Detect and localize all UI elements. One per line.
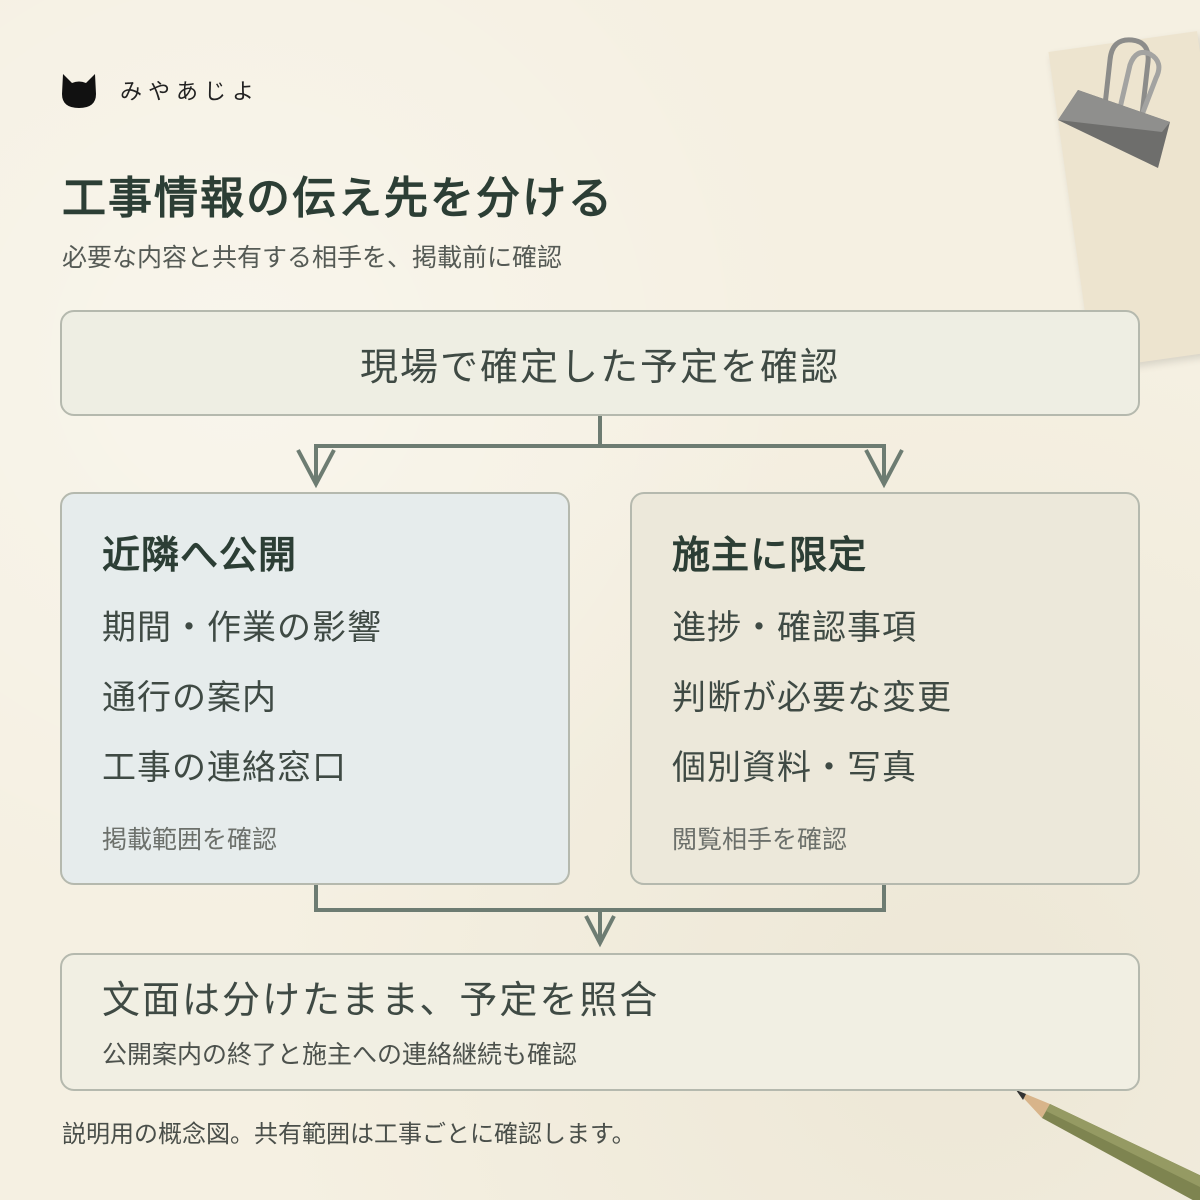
list-item: 工事の連絡窓口 xyxy=(102,748,347,788)
merge-connector xyxy=(314,885,886,943)
cat-head-icon xyxy=(62,74,96,108)
card-heading: 施主に限定 xyxy=(672,533,868,577)
arrow-head-bottom xyxy=(584,915,616,948)
arrow-head-right xyxy=(864,449,904,489)
brand: みやあじよ xyxy=(60,70,260,110)
card-note: 掲載範囲を確認 xyxy=(102,825,278,854)
split-connector xyxy=(314,416,886,484)
public-neighbors-card: 近隣へ公開 期間・作業の影響 通行の案内 工事の連絡窓口 掲載範囲を確認 xyxy=(60,492,570,885)
binder-clip-icon xyxy=(1058,37,1170,168)
page-subtitle: 必要な内容と共有する相手を、掲載前に確認 xyxy=(62,243,563,272)
pencil-icon xyxy=(1016,1090,1200,1200)
footnote: 説明用の概念図。共有範囲は工事ごとに確認します。 xyxy=(62,1120,636,1148)
page-title: 工事情報の伝え先を分ける xyxy=(62,173,614,224)
card-note: 閲覧相手を確認 xyxy=(672,825,848,854)
brand-name: みやあじよ xyxy=(120,80,261,105)
arrow-head-left xyxy=(296,449,336,489)
start-step-text: 現場で確定した予定を確認 xyxy=(359,344,840,389)
card-heading: 近隣へ公開 xyxy=(102,533,298,577)
merge-step-box: 文面は分けたまま、予定を照合 公開案内の終了と施主への連絡継続も確認 xyxy=(60,953,1140,1091)
merge-step-subtext: 公開案内の終了と施主への連絡継続も確認 xyxy=(102,1040,578,1069)
list-item: 通行の案内 xyxy=(102,678,277,718)
list-item: 期間・作業の影響 xyxy=(102,608,382,648)
owner-limited-card: 施主に限定 進捗・確認事項 判断が必要な変更 個別資料・写真 閲覧相手を確認 xyxy=(630,492,1140,885)
list-item: 個別資料・写真 xyxy=(672,748,917,788)
list-item: 進捗・確認事項 xyxy=(672,608,917,648)
merge-step-text: 文面は分けたまま、予定を照合 xyxy=(102,978,660,1022)
list-item: 判断が必要な変更 xyxy=(672,678,952,718)
start-step-box: 現場で確定した予定を確認 xyxy=(60,310,1140,416)
